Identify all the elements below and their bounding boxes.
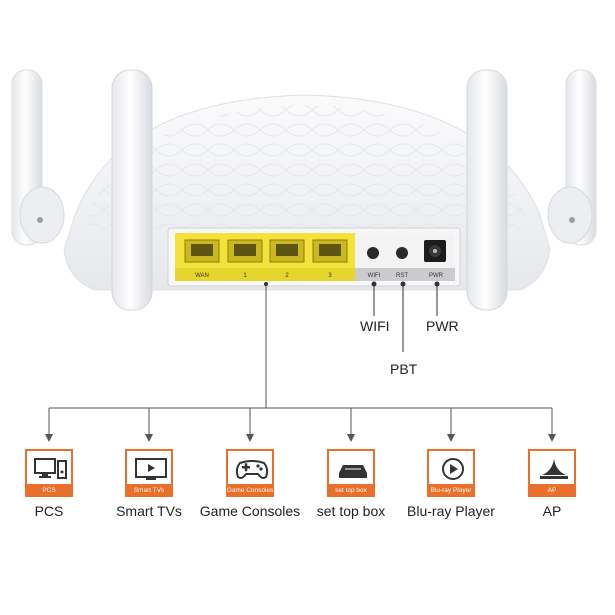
antenna-front-right	[466, 69, 508, 311]
device-label-smart-tvs: Smart TVs	[116, 503, 182, 519]
tv-icon	[135, 458, 167, 480]
device-blu-ray-player: Blu-ray Player	[427, 449, 475, 497]
device-label-blu-ray-player: Blu-ray Player	[407, 503, 495, 519]
device-game-consoles: Game Consoles	[226, 449, 274, 497]
panel-label-wifi: WIFI	[368, 273, 381, 279]
device-label-pcs: PCS	[34, 503, 64, 519]
device-tag-smart-tvs: Smart TVs	[125, 484, 173, 497]
set-top-box-icon	[339, 465, 367, 478]
device-tag-blu-ray-player: Blu-ray Player	[427, 484, 475, 497]
panel-label-pwr: PWR	[429, 273, 444, 279]
device-smart-tvs: Smart TVs	[125, 449, 173, 497]
callout-wifi: WIFI	[360, 318, 390, 334]
device-pcs: PCS	[25, 449, 73, 497]
port-label-3: 3	[328, 273, 332, 279]
callout-lines	[371, 281, 440, 352]
device-tag-set-top-box: set top box	[327, 484, 375, 497]
reset-button	[396, 247, 408, 259]
gamepad-icon	[235, 460, 269, 479]
device-label-ap: AP	[542, 503, 562, 519]
device-set-top-box: set top box	[327, 449, 375, 497]
port-label-1: 1	[243, 273, 247, 279]
lan-port-3	[312, 239, 348, 263]
device-tag-ap: AP	[528, 484, 576, 497]
lan-port-2	[269, 239, 305, 263]
pc-icon	[34, 458, 67, 479]
panel-label-rst: RST	[396, 273, 408, 279]
device-label-set-top-box: set top box	[316, 503, 386, 519]
port-label-2: 2	[285, 273, 289, 279]
connection-tree	[48, 284, 553, 438]
wan-port	[184, 239, 220, 263]
access-point-icon	[540, 459, 568, 479]
device-tag-pcs: PCS	[25, 484, 73, 497]
device-tag-game-consoles: Game Consoles	[226, 484, 274, 497]
wifi-button	[367, 247, 379, 259]
antenna-front-left	[111, 69, 153, 311]
play-icon	[442, 458, 464, 480]
callout-pwr: PWR	[426, 318, 459, 334]
callout-pbt: PBT	[390, 361, 418, 377]
device-label-game-consoles: Game Consoles	[199, 503, 301, 519]
port-label-wan: WAN	[195, 273, 209, 279]
lan-port-1	[227, 239, 263, 263]
device-ap: AP	[528, 449, 576, 497]
